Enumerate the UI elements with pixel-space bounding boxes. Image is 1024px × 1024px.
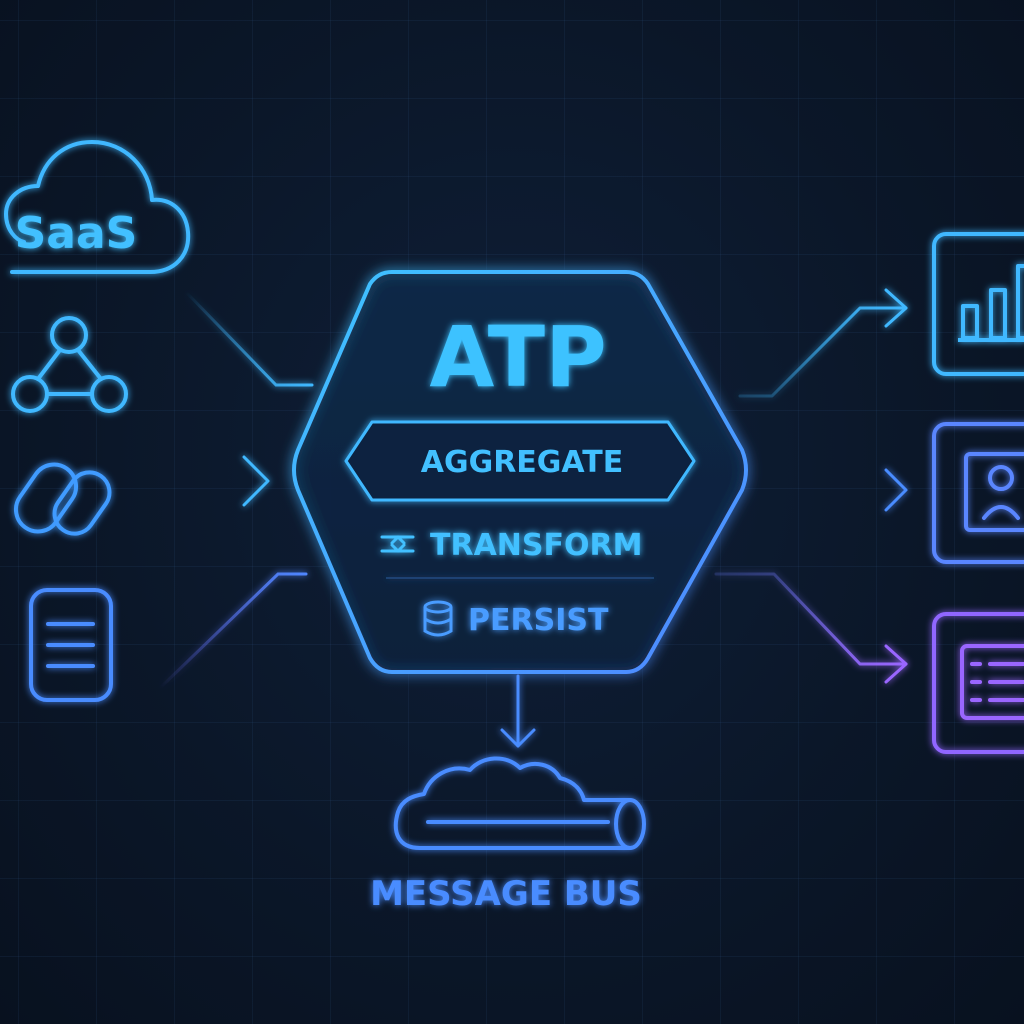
arrow-hub-to-chart	[738, 288, 908, 398]
aggregate-step: AGGREGATE	[344, 420, 696, 502]
arrow-hub-to-form	[714, 572, 908, 684]
source-saas: SaaS	[4, 140, 191, 274]
arrow-hub-to-bus	[500, 674, 536, 748]
form-list-icon	[960, 644, 1024, 720]
arrow-hub-to-profile	[758, 468, 908, 512]
arrow-saas-to-hub	[184, 290, 314, 387]
arrow-link-to-hub	[148, 455, 270, 507]
arrow-doc-to-hub	[158, 572, 308, 690]
network-graph-icon	[11, 316, 128, 413]
persist-step: PERSIST	[423, 600, 609, 638]
transform-arrows-icon	[380, 535, 415, 553]
destination-form	[932, 612, 1024, 754]
atp-hub: ATP AGGREGATE TRANSFORM	[292, 270, 748, 674]
transform-step: TRANSFORM	[380, 528, 654, 579]
cloud-icon	[4, 140, 191, 274]
saas-label: SaaS	[15, 208, 138, 259]
destination-chart	[932, 232, 1024, 376]
hub-title: ATP	[429, 308, 606, 406]
document-icon	[29, 588, 113, 702]
database-icon	[423, 600, 453, 637]
bar-chart-icon	[958, 264, 1024, 342]
message-bus-label: MESSAGE BUS	[370, 874, 642, 914]
user-profile-icon	[964, 452, 1024, 532]
destination-profile	[932, 422, 1024, 564]
message-bus-pipe-icon	[393, 756, 646, 850]
transform-label: TRANSFORM	[430, 528, 642, 563]
persist-label: PERSIST	[468, 603, 609, 638]
aggregate-label: AGGREGATE	[421, 445, 624, 480]
chain-link-icon	[13, 462, 112, 536]
